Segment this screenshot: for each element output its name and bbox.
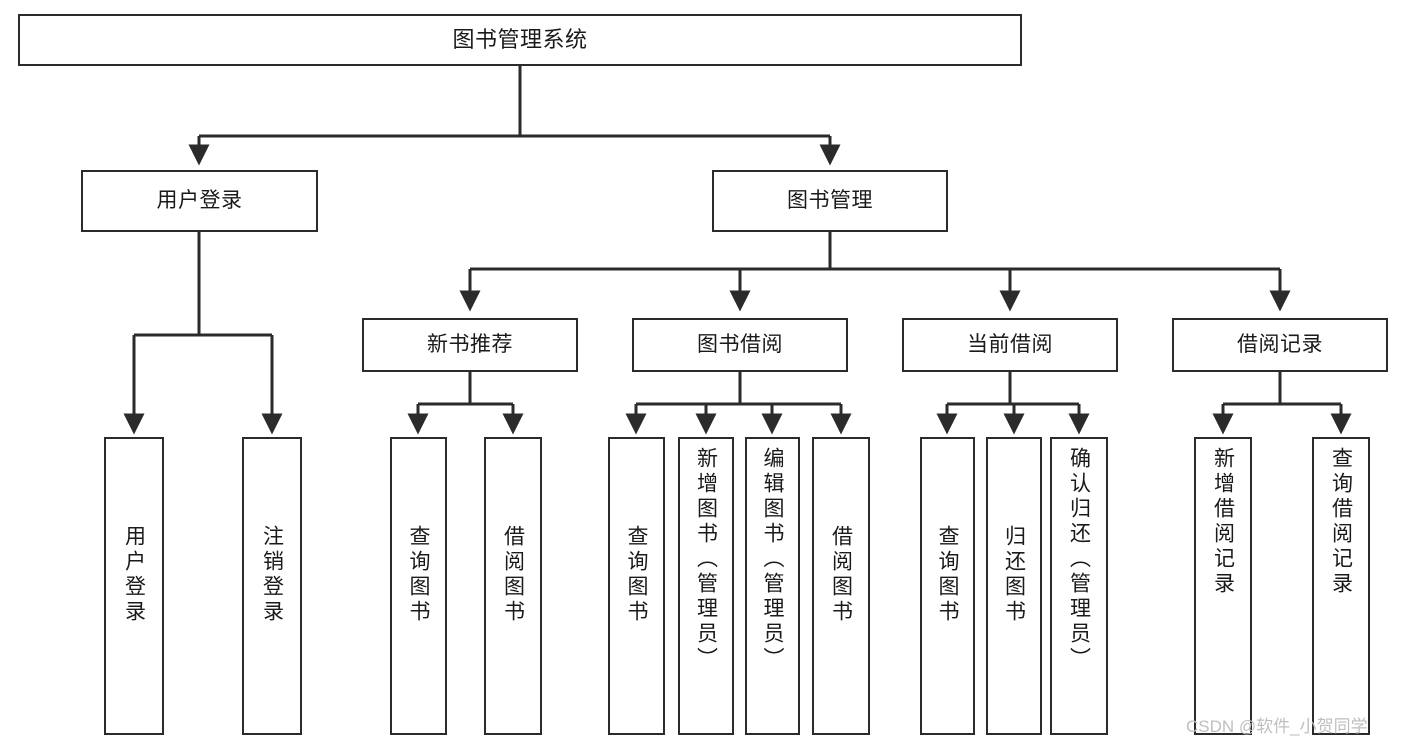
- node-label: 图书管理: [787, 188, 873, 212]
- node-leaf-confirm-return[interactable]: 确认归还（管理员）: [1050, 437, 1108, 735]
- node-label: 用户登录: [122, 525, 146, 625]
- node-leaf-logout[interactable]: 注销登录: [242, 437, 302, 735]
- node-label: 查询图书: [407, 525, 430, 625]
- node-label: 查询图书: [936, 525, 959, 625]
- node-label: 编辑图书（管理员）: [761, 447, 784, 672]
- node-borrow-record[interactable]: 借阅记录: [1172, 318, 1388, 372]
- node-user-login[interactable]: 用户登录: [81, 170, 318, 232]
- node-label: 确认归还（管理员）: [1067, 447, 1091, 672]
- node-leaf-edit-book[interactable]: 编辑图书（管理员）: [745, 437, 800, 735]
- node-label: 新增图书（管理员）: [694, 447, 718, 672]
- node-new-book-recommend[interactable]: 新书推荐: [362, 318, 578, 372]
- node-leaf-return-book[interactable]: 归还图书: [986, 437, 1042, 735]
- node-label: 归还图书: [1002, 525, 1026, 625]
- node-label: 新书推荐: [427, 332, 513, 356]
- node-leaf-borrow-book-a[interactable]: 借阅图书: [484, 437, 542, 735]
- node-book-borrow[interactable]: 图书借阅: [632, 318, 848, 372]
- node-book-manage[interactable]: 图书管理: [712, 170, 948, 232]
- node-label: 图书借阅: [697, 332, 783, 356]
- node-label: 查询图书: [625, 525, 648, 625]
- node-leaf-query-book-b[interactable]: 查询图书: [608, 437, 665, 735]
- node-leaf-user-login[interactable]: 用户登录: [104, 437, 164, 735]
- node-leaf-query-record[interactable]: 查询借阅记录: [1312, 437, 1370, 735]
- node-label: 用户登录: [156, 188, 243, 212]
- node-root-system[interactable]: 图书管理系统: [18, 14, 1022, 66]
- node-leaf-add-record[interactable]: 新增借阅记录: [1194, 437, 1252, 735]
- node-leaf-query-book-c[interactable]: 查询图书: [920, 437, 975, 735]
- node-leaf-borrow-book-b[interactable]: 借阅图书: [812, 437, 870, 735]
- node-label: 借阅图书: [829, 525, 853, 625]
- node-label: 借阅图书: [501, 525, 525, 625]
- node-label: 查询借阅记录: [1329, 447, 1353, 597]
- node-current-borrow[interactable]: 当前借阅: [902, 318, 1118, 372]
- csdn-watermark: CSDN @软件_小贺同学: [1186, 717, 1368, 736]
- node-leaf-add-book[interactable]: 新增图书（管理员）: [678, 437, 734, 735]
- node-leaf-query-book-a[interactable]: 查询图书: [390, 437, 447, 735]
- node-label: 借阅记录: [1237, 332, 1323, 356]
- node-label: 新增借阅记录: [1211, 447, 1235, 597]
- node-label: 注销登录: [260, 525, 284, 625]
- node-label: 图书管理系统: [452, 27, 588, 53]
- node-label: 当前借阅: [967, 332, 1053, 356]
